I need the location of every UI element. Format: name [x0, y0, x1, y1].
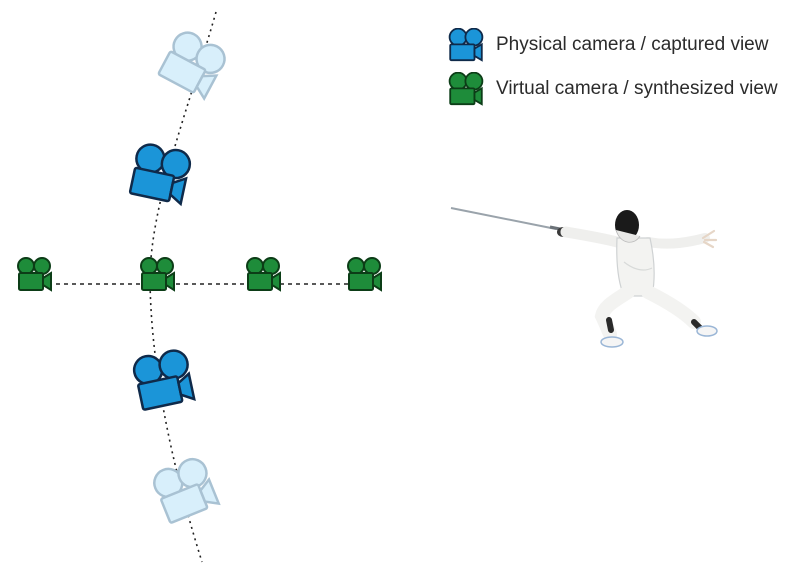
- virtual-camera-icon: [448, 72, 484, 106]
- faded-physical-camera-top: [156, 26, 231, 101]
- faded-physical-camera-bottom: [148, 453, 221, 525]
- virtual-camera-1: [17, 257, 52, 291]
- virtual-camera-2: [140, 257, 175, 291]
- legend-item-virtual: Virtual camera / synthesized view: [446, 72, 778, 106]
- fencer-figure: [450, 207, 718, 348]
- camera-path-arc: [149, 11, 217, 563]
- legend-label-virtual: Virtual camera / synthesized view: [496, 78, 778, 99]
- physical-camera-icon: [448, 28, 484, 62]
- virtual-camera-3: [246, 257, 281, 291]
- legend-label-physical: Physical camera / captured view: [496, 34, 769, 55]
- virtual-camera-4: [347, 257, 382, 291]
- physical-camera-lower: [130, 346, 197, 412]
- physical-camera-upper: [127, 140, 194, 206]
- legend-item-physical: Physical camera / captured view: [446, 28, 768, 62]
